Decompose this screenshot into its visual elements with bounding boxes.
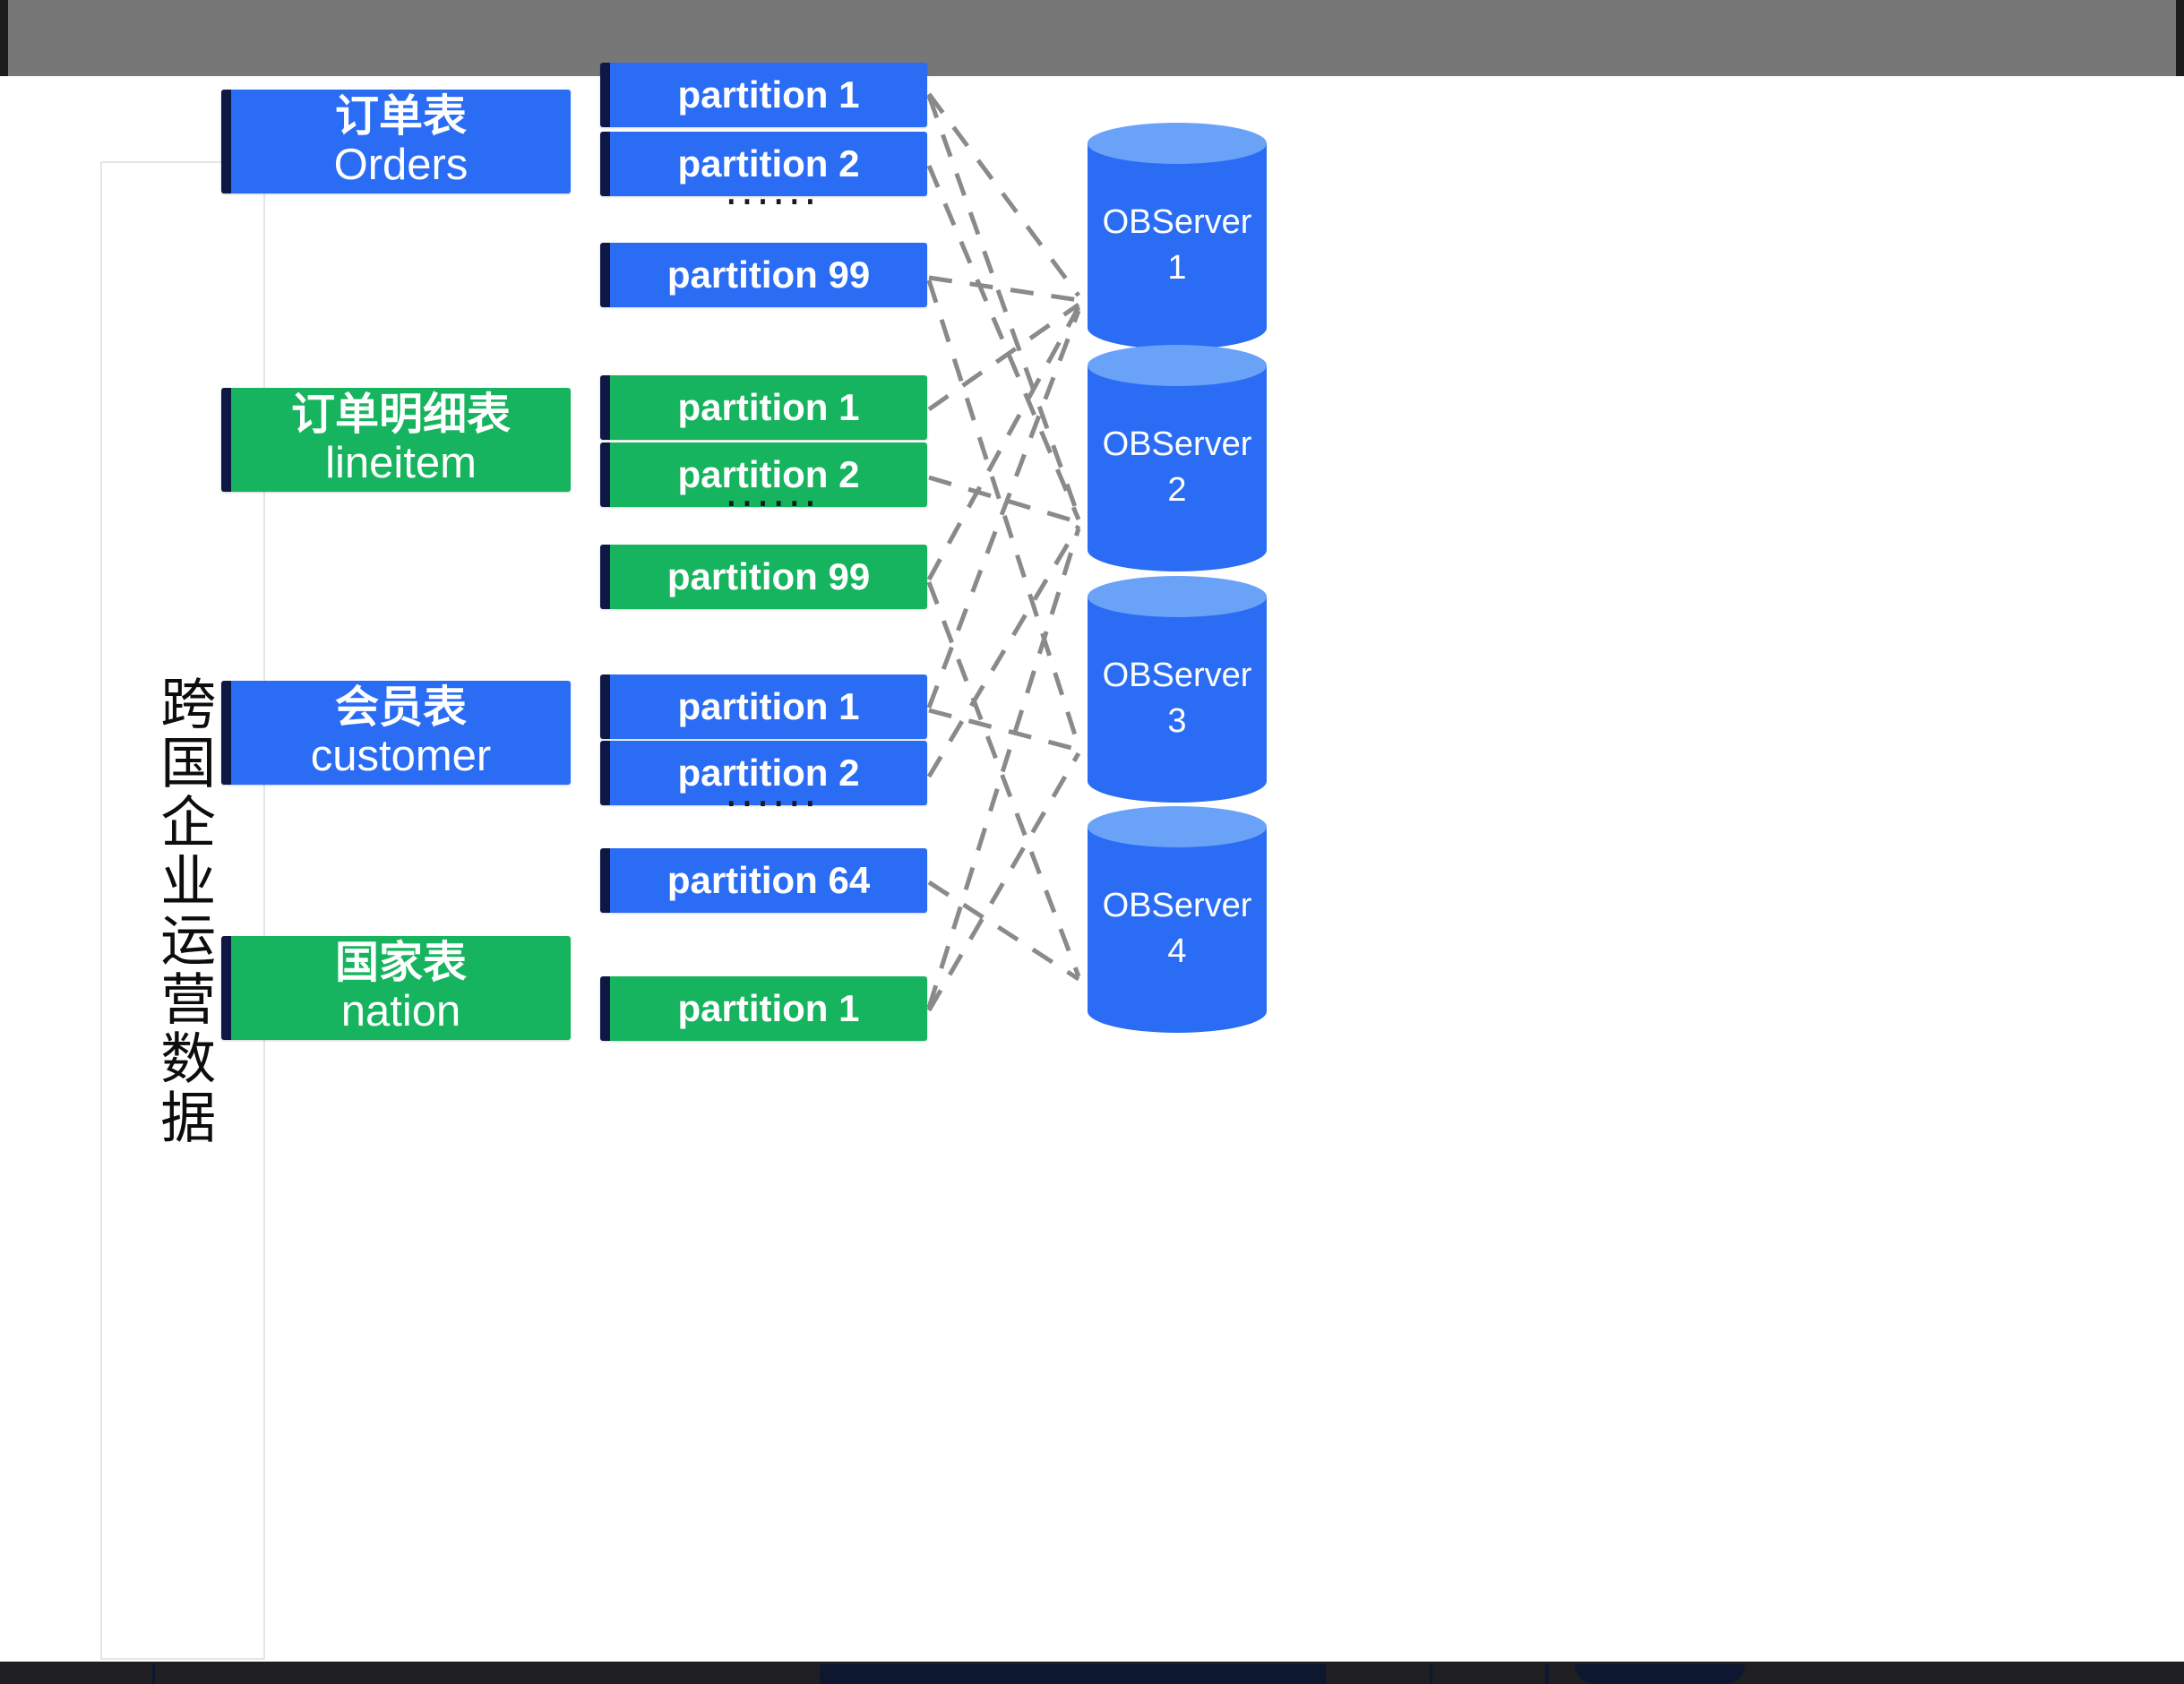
cylinder-body xyxy=(1088,143,1267,349)
cylinder-body xyxy=(1088,597,1267,803)
table-name-cn: 订单明细表 xyxy=(290,389,511,441)
cylinder-top-ellipse xyxy=(1088,806,1267,847)
table-name-en: Orders xyxy=(333,141,469,190)
observer-label: OBServer 2 xyxy=(1088,422,1267,514)
table-name-cn: 会员表 xyxy=(334,682,467,734)
observer-cylinder-2[interactable]: OBServer 2 xyxy=(1088,345,1267,591)
partition-chip[interactable]: partition 1 xyxy=(600,674,927,739)
partition-label: partition 1 xyxy=(677,73,860,116)
observer-label: OBServer 3 xyxy=(1088,653,1267,745)
cylinder-top-ellipse xyxy=(1088,345,1267,386)
observer-label: OBServer 4 xyxy=(1088,883,1267,975)
partition-chip[interactable]: partition 2 xyxy=(600,442,927,507)
slide-canvas: 跨国企业运营数据 订单表 Orders partition 1 partitio… xyxy=(8,63,2176,1662)
table-card-nation[interactable]: 国家表 nation xyxy=(221,936,571,1040)
observer-name: OBServer xyxy=(1102,203,1252,241)
table-name-en: nation xyxy=(340,987,461,1036)
table-card-lineitem[interactable]: 订单明细表 lineitem xyxy=(221,388,571,492)
partition-chip[interactable]: partition 2 xyxy=(600,741,927,805)
dock-item[interactable] xyxy=(820,1664,1326,1684)
observer-name: OBServer xyxy=(1102,657,1252,694)
observer-cylinder-4[interactable]: OBServer 4 xyxy=(1088,806,1267,1052)
dock-item[interactable] xyxy=(1545,1664,1549,1684)
partition-ellipsis: ······ xyxy=(725,177,820,226)
cylinder-body xyxy=(1088,827,1267,1033)
partition-chip[interactable]: partition 99 xyxy=(600,545,927,609)
partition-label: partition 99 xyxy=(666,253,871,296)
partition-chip[interactable]: partition 64 xyxy=(600,848,927,913)
dock-item[interactable] xyxy=(1430,1664,1432,1684)
dock-item[interactable] xyxy=(152,1664,155,1684)
cylinder-body xyxy=(1088,365,1267,571)
table-name-en: lineitem xyxy=(325,439,477,488)
partition-label: partition 99 xyxy=(666,555,871,597)
partition-chip[interactable]: partition 1 xyxy=(600,375,927,440)
partition-chip[interactable]: partition 99 xyxy=(600,243,927,307)
partition-label: partition 2 xyxy=(677,142,860,185)
observer-cylinder-3[interactable]: OBServer 3 xyxy=(1088,576,1267,822)
window-titlebar xyxy=(0,0,2184,76)
partition-label: partition 64 xyxy=(666,859,871,901)
dataset-label-panel: 跨国企业运营数据 xyxy=(100,161,265,1660)
desktop-dock xyxy=(0,1662,2184,1684)
observer-label: OBServer 1 xyxy=(1088,200,1267,292)
partition-chip[interactable]: partition 1 xyxy=(600,976,927,1041)
observer-cylinder-1[interactable]: OBServer 1 xyxy=(1088,123,1267,369)
table-name-en: customer xyxy=(310,732,492,781)
partition-label: partition 2 xyxy=(677,752,860,794)
partition-ellipsis: ······ xyxy=(725,779,820,828)
table-card-orders[interactable]: 订单表 Orders xyxy=(221,90,571,193)
partition-chip[interactable]: partition 2 xyxy=(600,132,927,196)
dataset-label-text: 跨国企业运营数据 xyxy=(150,674,217,1147)
partition-label: partition 1 xyxy=(677,386,860,428)
observer-number: 4 xyxy=(1167,932,1187,971)
partition-label: partition 1 xyxy=(677,987,860,1029)
observer-number: 3 xyxy=(1167,702,1187,741)
cylinder-top-ellipse xyxy=(1088,576,1267,617)
partition-chip[interactable]: partition 1 xyxy=(600,63,927,127)
table-name-cn: 订单表 xyxy=(334,90,467,142)
observer-number: 2 xyxy=(1167,471,1187,510)
observer-name: OBServer xyxy=(1102,887,1252,924)
table-card-customer[interactable]: 会员表 customer xyxy=(221,681,571,785)
partition-label: partition 2 xyxy=(677,453,860,495)
cylinder-top-ellipse xyxy=(1088,123,1267,164)
table-name-cn: 国家表 xyxy=(334,937,467,989)
partition-ellipsis: ······ xyxy=(725,479,820,528)
partition-label: partition 1 xyxy=(677,685,860,727)
observer-name: OBServer xyxy=(1102,425,1252,463)
observer-number: 1 xyxy=(1167,249,1187,288)
dock-item[interactable] xyxy=(1575,1664,1745,1684)
